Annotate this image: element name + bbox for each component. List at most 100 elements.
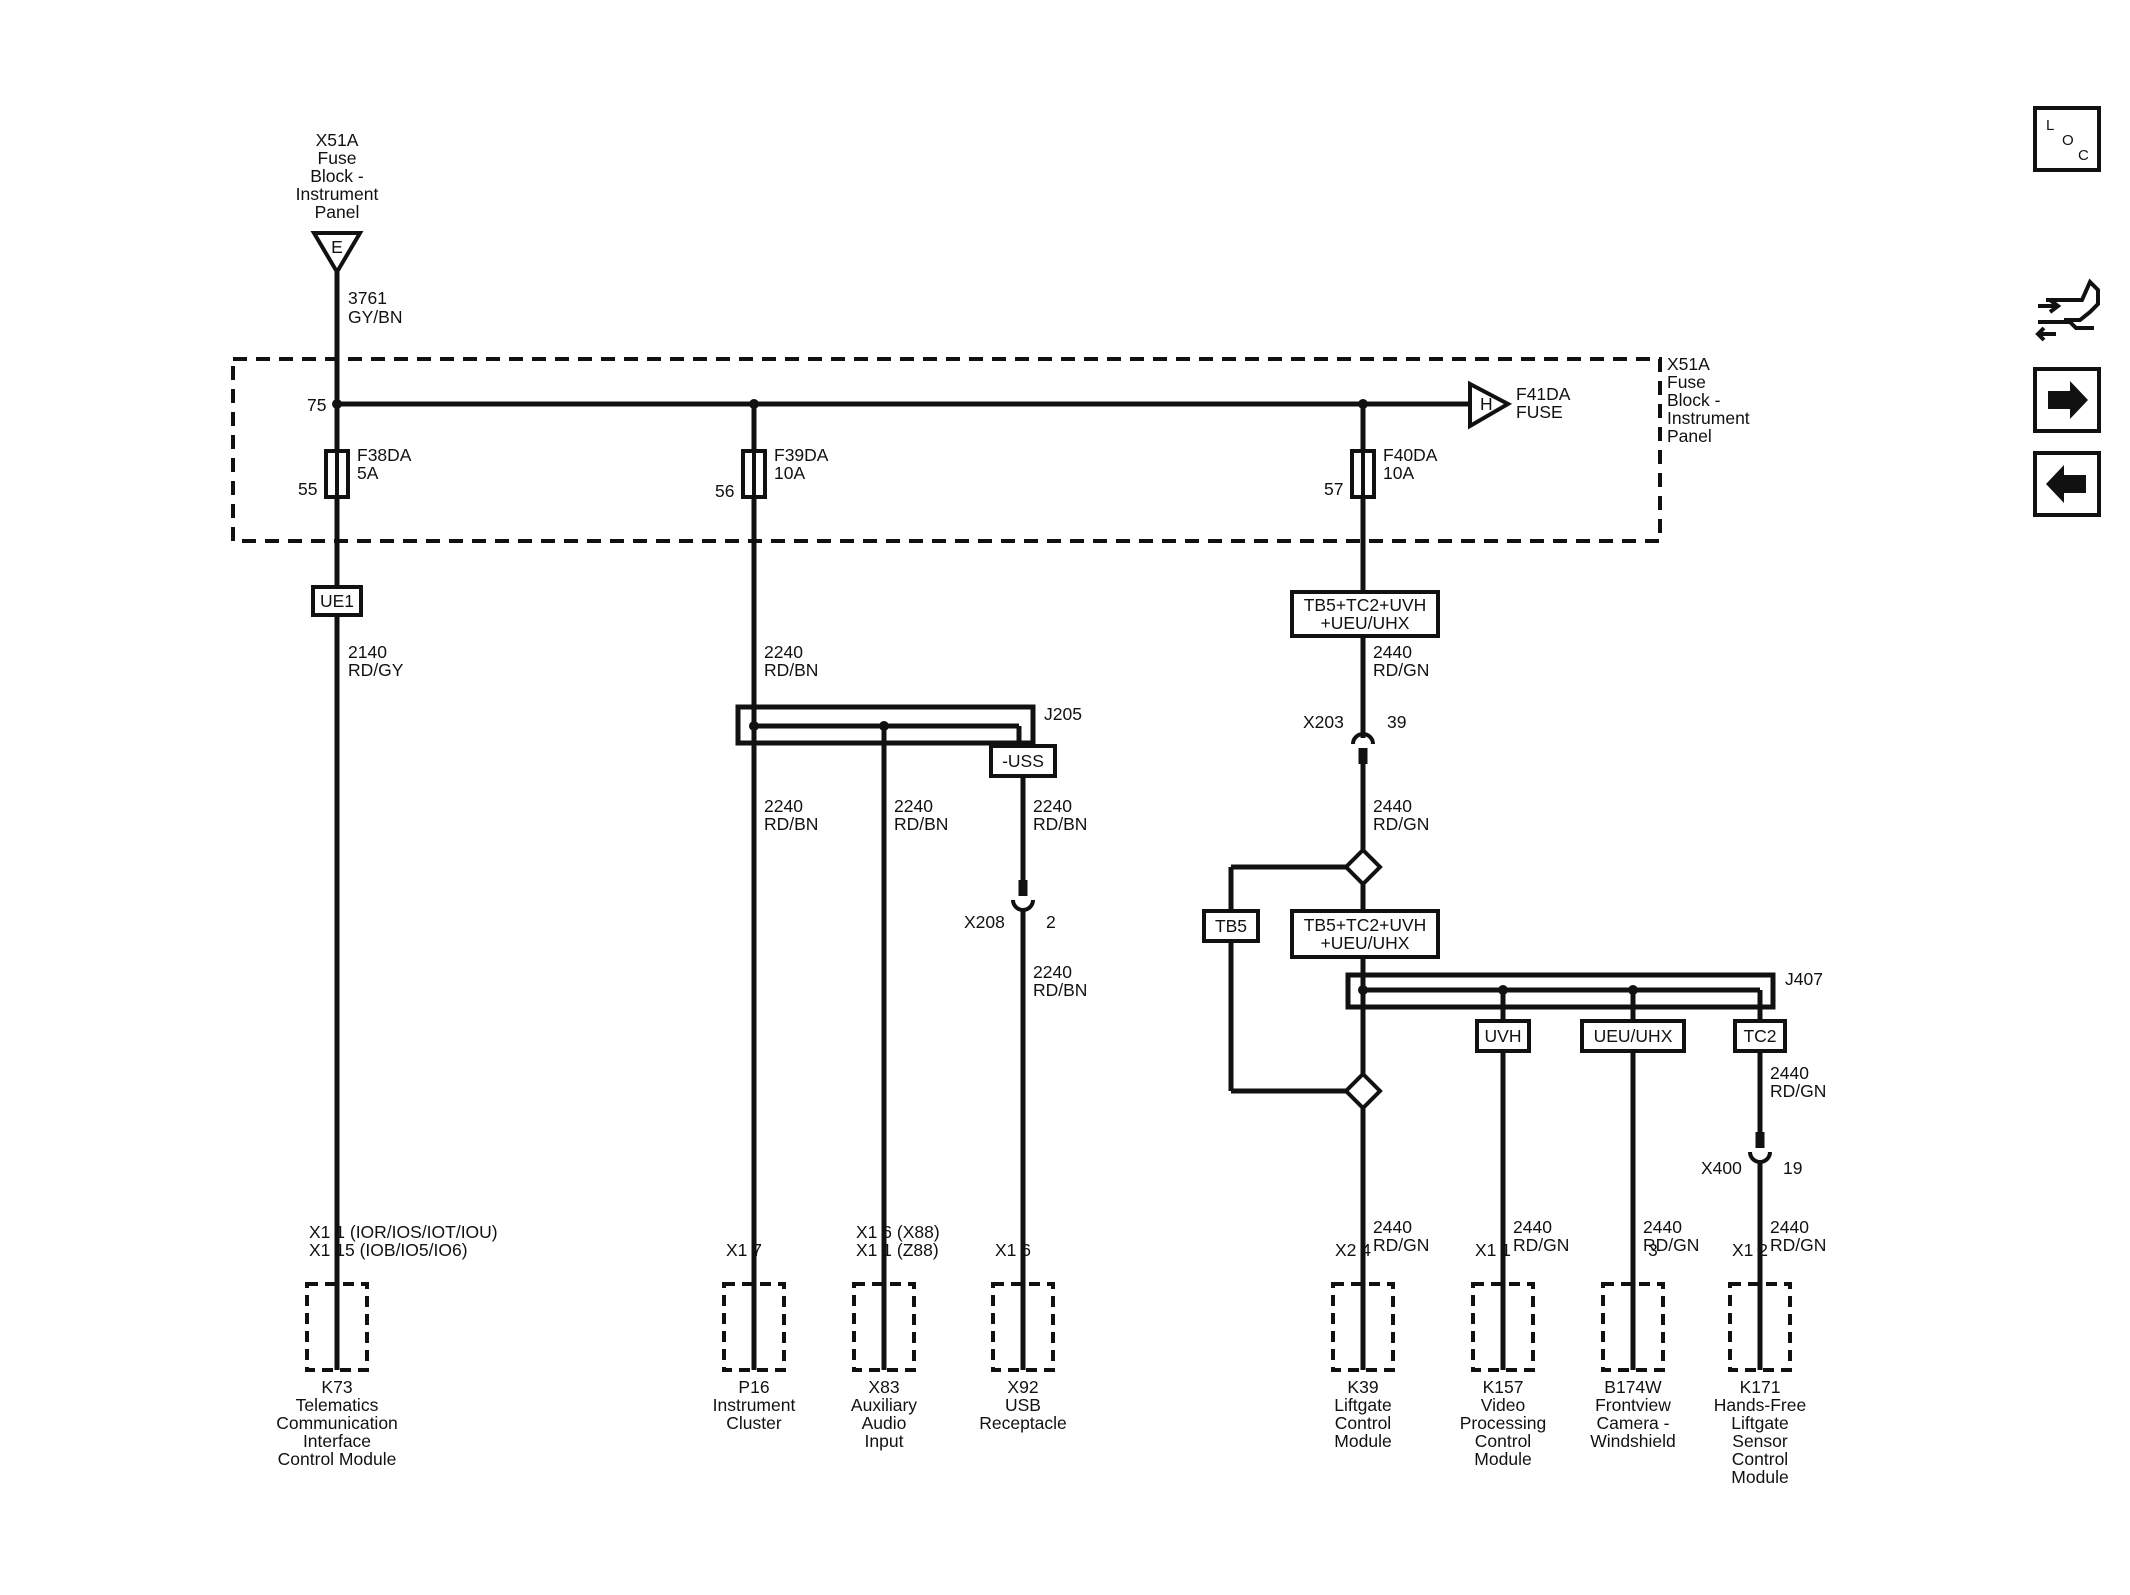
module-x83: X1 6 (X88)X1 1 (Z88)X83AuxiliaryAudioInp…: [851, 1222, 940, 1451]
module-pin-label: X1 2: [1732, 1240, 1768, 1260]
module-name-line: Input: [865, 1431, 904, 1451]
source-label: X51A Fuse Block - Instrument Panel: [296, 130, 379, 222]
module-name-line: Liftgate: [1731, 1413, 1788, 1433]
splice-pack-j407: [1345, 972, 1776, 1010]
module-name-line: Video: [1481, 1395, 1525, 1415]
option-tb5-label: TB5: [1215, 916, 1247, 936]
source-terminal-letter: E: [331, 237, 343, 257]
connector-end-view-icon-wrench: [2035, 320, 2094, 342]
module-pin-label: X1 15 (IOB/IO5/IO6): [309, 1240, 468, 1260]
wire-color: RD/GN: [1373, 1235, 1429, 1255]
module-pin-label: 3: [1648, 1240, 1658, 1260]
option-box-tb5: [1202, 909, 1260, 943]
module-name-line: Cluster: [726, 1413, 782, 1433]
option-ue1-label: UE1: [320, 591, 354, 611]
previous-page-arrow-shape: [2046, 465, 2086, 503]
module-name-line: Audio: [862, 1413, 907, 1433]
module-name-line: Control: [1475, 1431, 1531, 1451]
connector-x400-pin: 19: [1783, 1158, 1802, 1178]
wire-color: RD/BN: [894, 814, 948, 834]
source-label-line: Block -: [310, 166, 364, 186]
splice-j205-label: J205: [1044, 704, 1082, 724]
loc-button[interactable]: L O C: [2033, 106, 2101, 172]
module-name-line: Module: [1731, 1467, 1788, 1487]
fuse-block-label-line: X51A: [1667, 354, 1710, 374]
module-name-line: Control: [1732, 1449, 1788, 1469]
connector-end-view-icon[interactable]: [2035, 278, 2100, 342]
module-pin-label: X2 4: [1335, 1240, 1371, 1260]
wire-color: RD/BN: [1033, 980, 1087, 1000]
fuse-block-label-line: Fuse: [1667, 372, 1706, 392]
bus-pin-number: 75: [307, 395, 326, 415]
source-label-line: X51A: [316, 130, 359, 150]
wire-color: RD/GN: [1770, 1081, 1826, 1101]
module-name-line: Liftgate: [1334, 1395, 1391, 1415]
connector-x203-pin: 39: [1387, 712, 1406, 732]
option-box-ueu: [1580, 1019, 1686, 1053]
wire-color: RD/GN: [1373, 660, 1429, 680]
source-label-line: Fuse: [318, 148, 357, 168]
module-name-line: Communication: [276, 1413, 398, 1433]
connector-x203-name: X203: [1303, 712, 1344, 732]
module-name-line: Receptacle: [979, 1413, 1067, 1433]
module-name-line: K171: [1740, 1377, 1781, 1397]
module-name-line: Processing: [1460, 1413, 1547, 1433]
wire-color: RD/GY: [348, 660, 404, 680]
module-name-line: USB: [1005, 1395, 1041, 1415]
wire-number: 2440: [1373, 642, 1412, 662]
module-name-line: Frontview: [1595, 1395, 1671, 1415]
option-uvh-label: UVH: [1485, 1026, 1522, 1046]
wire-color: RD/BN: [764, 660, 818, 680]
wire-number: 2240: [1033, 962, 1072, 982]
previous-page-arrow-icon[interactable]: [2033, 451, 2101, 517]
wire-3761-number: 3761: [348, 288, 387, 308]
fuse-block-label-line: Instrument: [1667, 408, 1750, 428]
fuse-rating: 10A: [1383, 463, 1414, 483]
wire-color: RD/GN: [1373, 814, 1429, 834]
source-terminal-triangle: [310, 231, 364, 276]
wire-number: 2440: [1373, 1217, 1412, 1237]
module-name-line: Interface: [303, 1431, 371, 1451]
wire-color: RD/BN: [1033, 814, 1087, 834]
fuse-name: F40DA: [1383, 445, 1438, 465]
wire-number: 2240: [1033, 796, 1072, 816]
module-name-line: K157: [1483, 1377, 1524, 1397]
connector-x208-cup: [1011, 899, 1035, 912]
loc-letter: C: [2078, 147, 2089, 164]
fuse-block-label-line: Panel: [1667, 426, 1712, 446]
module-name-line: Module: [1474, 1449, 1531, 1469]
f41da-fuse-label: FUSE: [1516, 402, 1563, 422]
fuse-name: F38DA: [357, 445, 412, 465]
fuse-name: F39DA: [774, 445, 829, 465]
module-name-line: Control: [1335, 1413, 1391, 1433]
next-page-arrow-shape: [2048, 381, 2088, 419]
wire-color: RD/BN: [764, 814, 818, 834]
connector-x400-name: X400: [1701, 1158, 1742, 1178]
option-box-ue1: [311, 585, 363, 617]
connector-x208-pin: 2: [1046, 912, 1056, 932]
wire-number: 2440: [1643, 1217, 1682, 1237]
loc-button-frame[interactable]: [2033, 106, 2101, 172]
module-name-line: Auxiliary: [851, 1395, 917, 1415]
wire-number: 2440: [1770, 1217, 1809, 1237]
source-label-line: Panel: [315, 202, 360, 222]
wire-number: 2440: [1513, 1217, 1552, 1237]
module-pin-label: X1 7: [726, 1240, 762, 1260]
fuse-pin: 56: [715, 481, 734, 501]
wire-number: 2240: [764, 642, 803, 662]
modules-group: X1 1 (IOR/IOS/IOT/IOU)X1 15 (IOB/IO5/IO6…: [276, 1222, 1806, 1487]
option-uss-label: -USS: [1002, 751, 1044, 771]
option-split-diamond: [1343, 847, 1383, 887]
wire-number: 2440: [1770, 1063, 1809, 1083]
module-name-line: X92: [1007, 1377, 1038, 1397]
wire-number: 2240: [894, 796, 933, 816]
f41da-fuse-label: F41DA: [1516, 384, 1571, 404]
wire-number: 2440: [1373, 796, 1412, 816]
wire-number: 2240: [764, 796, 803, 816]
next-page-arrow-icon[interactable]: [2033, 367, 2101, 433]
module-name-line: P16: [738, 1377, 769, 1397]
